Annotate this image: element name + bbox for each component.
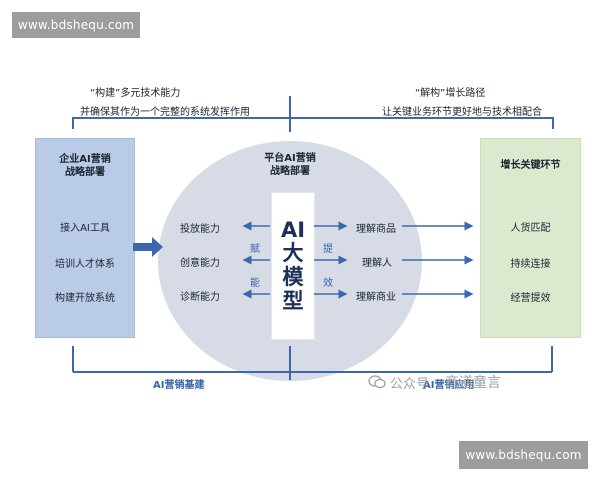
left-item: 接入AI工具 (60, 223, 110, 234)
understanding-item: 理解人 (362, 258, 392, 269)
top-left-bracket (72, 117, 292, 129)
right-item: 经营提效 (510, 293, 551, 304)
capability-item: 创意能力 (180, 258, 220, 269)
watermark-top: www.bdshequ.com (12, 12, 140, 38)
efficiency-label: 提 (323, 244, 333, 255)
left-item: 培训人才体系 (55, 259, 115, 270)
ai-model-char: AI (280, 217, 306, 242)
top-center-tick (289, 96, 291, 132)
right-box: 增长关键环节 人货匹配 持续连接 经营提效 (480, 138, 581, 338)
understanding-item: 理解商业 (356, 292, 396, 303)
ai-model-char: 模 (282, 265, 304, 289)
top-left-line1: “构建”多元技术能力 (90, 88, 181, 99)
empower-label: 赋 (250, 244, 260, 255)
ai-model-box: AI 大 模 型 (271, 192, 315, 340)
top-right-line1: “解构”增长路径 (415, 88, 486, 99)
capability-item: 投放能力 (180, 224, 220, 235)
right-item: 人货匹配 (510, 223, 551, 234)
right-box-title: 增长关键环节 (500, 160, 561, 171)
watermark-bottom: www.bdshequ.com (459, 441, 588, 469)
top-left-line2: 并确保其作为一个完整的系统发挥作用 (80, 107, 250, 118)
efficiency-label: 效 (323, 278, 333, 289)
left-box-title: 企业AI营销 战略部署 (59, 154, 111, 178)
ai-model-char: 大 (282, 241, 304, 266)
ai-model-char: 型 (282, 288, 304, 313)
wechat-watermark: 公众号 商道童言 (368, 372, 501, 392)
enter-arrow-icon (133, 237, 163, 257)
wechat-public-label: 公众号 (390, 376, 430, 392)
bottom-right-label: AI营销应用 (420, 376, 478, 391)
top-right-line2: 让关键业务环节更好地与技术相配合 (382, 107, 542, 118)
bottom-left-label: AI营销基建 (150, 376, 208, 391)
center-title: 平台AI营销 战略部署 (264, 153, 316, 177)
wechat-account-name: 商道童言 (445, 375, 502, 391)
wechat-icon (368, 375, 386, 389)
capability-item: 诊断能力 (180, 292, 220, 303)
top-right-bracket (290, 117, 554, 129)
empower-label: 能 (250, 278, 260, 289)
left-item: 构建开放系统 (55, 293, 115, 304)
left-box: 企业AI营销 战略部署 接入AI工具 培训人才体系 构建开放系统 (35, 138, 135, 338)
right-item: 持续连接 (510, 259, 551, 270)
understanding-item: 理解商品 (356, 224, 396, 235)
